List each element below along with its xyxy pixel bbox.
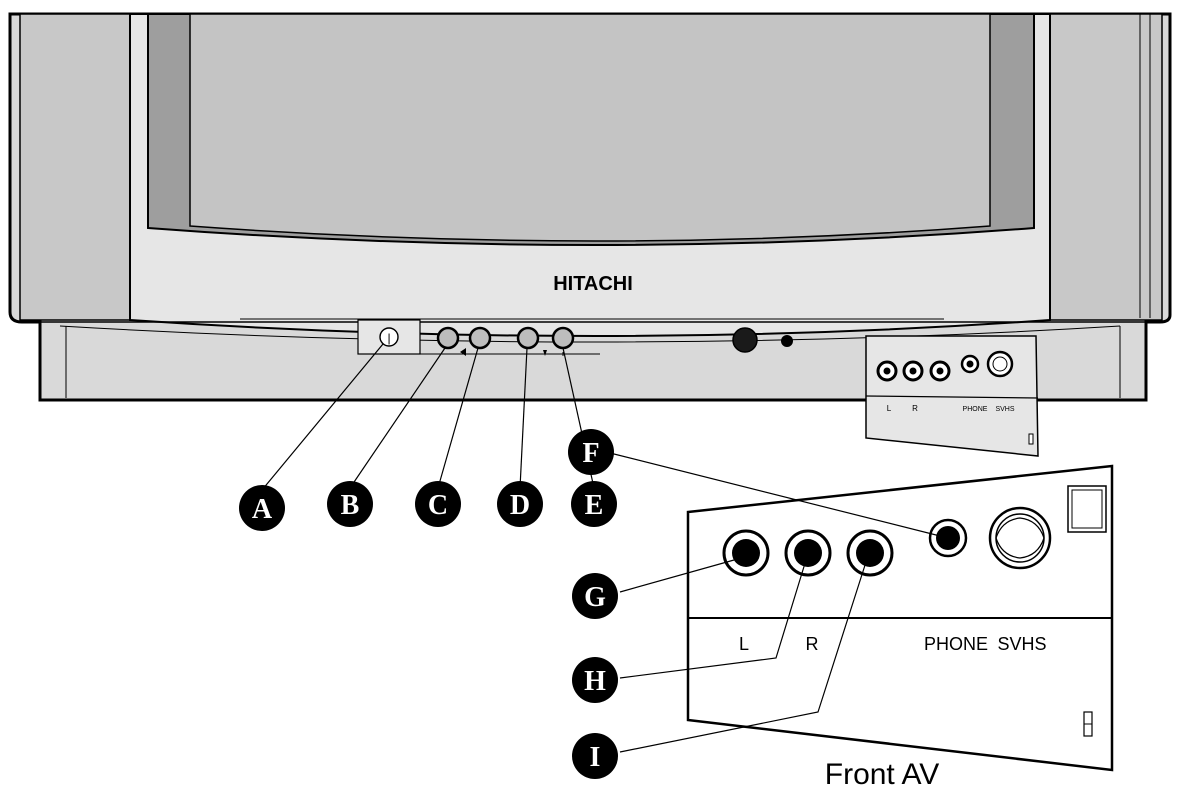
av-label-l: L (739, 634, 749, 654)
volume-up-icon[interactable] (468, 326, 492, 350)
cabinet-left-column (19, 13, 131, 321)
volume-down-icon[interactable] (436, 326, 460, 350)
panel-switch-icon (1028, 433, 1034, 445)
callout-c: C (415, 481, 461, 527)
tv-cabinet: HITACHI | (8, 12, 1172, 457)
av-label-phone: PHONE (924, 634, 988, 654)
power-symbol: | (387, 331, 390, 345)
callout-a: A (239, 485, 285, 531)
callout-g-letter: G (584, 582, 606, 613)
callout-g: G (572, 573, 618, 619)
callout-d-letter: D (510, 490, 530, 521)
callout-d: D (497, 481, 543, 527)
callout-i: I (572, 733, 618, 779)
callout-f-letter: F (582, 438, 599, 469)
cabinet-right-column (1049, 13, 1163, 321)
screen-glass (189, 13, 991, 242)
brand-logo: HITACHI (553, 273, 633, 295)
callout-c-letter: C (428, 490, 448, 521)
program-up-icon[interactable] (551, 326, 575, 350)
callout-e: E (571, 481, 617, 527)
program-down-icon[interactable] (516, 326, 540, 350)
callout-e-letter: E (585, 490, 604, 521)
callout-h: H (572, 657, 618, 703)
av-jack-video[interactable] (846, 529, 894, 577)
callout-a-letter: A (252, 494, 273, 525)
callout-b-letter: B (341, 490, 360, 521)
tv-panel-label-phone: PHONE (963, 406, 988, 413)
volume-speaker-icon (460, 348, 466, 356)
av-jack-l[interactable] (722, 529, 770, 577)
callout-f: F (568, 429, 614, 475)
leader-lines (261, 343, 949, 753)
av-label-r: R (806, 634, 819, 654)
tv-panel-label-r: R (912, 404, 918, 413)
standby-led-icon (781, 335, 793, 347)
power-button-icon[interactable] (379, 327, 399, 347)
av-label-svhs: SVHS (997, 634, 1046, 654)
callout-i-letter: I (590, 742, 601, 773)
program-marker-icon (543, 350, 547, 356)
av-svhs-socket[interactable] (988, 506, 1052, 570)
tv-panel-label-l: L (887, 404, 892, 413)
callout-h-letter: H (584, 666, 606, 697)
callout-b: B (327, 481, 373, 527)
tv-av-panel: L R PHONE SVHS (865, 335, 1039, 457)
remote-sensor-icon (732, 327, 758, 353)
tv-panel-label-svhs: SVHS (995, 406, 1014, 413)
power-button[interactable]: | (379, 327, 399, 347)
front-av-title: Front AV (825, 758, 940, 789)
av-jack-r[interactable] (784, 529, 832, 577)
front-av-panel: L R PHONE SVHS Front AV (686, 464, 1114, 789)
